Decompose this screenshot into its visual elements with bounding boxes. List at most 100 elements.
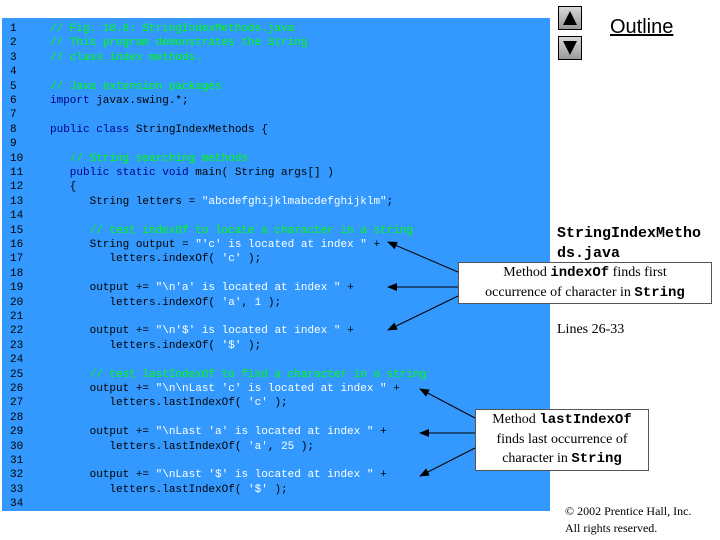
code-token: +: [373, 469, 387, 482]
code-text: letters.indexOf( 'a', 1 );: [50, 296, 281, 310]
code-text: // test indexOf to locate a character in…: [50, 224, 413, 238]
code-text: String output = "'c' is located at index…: [50, 238, 380, 252]
code-token: public class: [50, 123, 130, 136]
code-token: // Fig. 10.6: StringIndexMethods.java: [50, 23, 295, 35]
callout-method: lastIndexOf: [539, 412, 632, 428]
code-text: letters.lastIndexOf( '$' );: [50, 483, 287, 497]
code-text: letters.indexOf( '$' );: [50, 339, 261, 353]
arrow-to-line-22: [387, 295, 459, 331]
arrow-to-line-26: [419, 388, 476, 419]
code-line: 2 // This program demonstrates the String: [2, 36, 550, 50]
code-token: letters.indexOf(: [50, 296, 222, 309]
code-line: 32 output += "\nLast '$' is located at i…: [2, 468, 550, 482]
callout-text: character in: [502, 451, 572, 466]
code-text: output += "\nLast '$' is located at inde…: [50, 468, 387, 482]
line-number: 7: [10, 109, 17, 122]
line-number: 25: [10, 368, 24, 381]
callout-method: indexOf: [550, 265, 610, 281]
arrow-to-line-16: [387, 241, 459, 273]
lines-label: Lines 26-33: [557, 322, 625, 337]
code-text: String letters = "abcdefghijklmabcdefghi…: [50, 195, 394, 209]
code-token: 'c': [221, 253, 242, 266]
code-line: 19 output += "\n'a' is located at index …: [2, 281, 550, 295]
callout-lastindexof: Method lastIndexOf finds last occurrence…: [475, 409, 649, 471]
code-line: 27 letters.lastIndexOf( 'c' );: [2, 396, 550, 410]
code-line: 24: [2, 353, 550, 367]
code-text: output += "\n'$' is located at index " +: [50, 324, 354, 338]
line-number: 3: [10, 51, 17, 64]
code-line: 1 // Fig. 10.6: StringIndexMethods.java: [2, 22, 550, 36]
code-line: 4: [2, 65, 550, 79]
code-token: // test indexOf to locate a character in…: [50, 224, 414, 237]
code-token: "\n'a' is located at index ": [155, 282, 341, 295]
code-line: 13 String letters = "abcdefghijklmabcdef…: [2, 195, 550, 209]
line-number: 10: [10, 152, 24, 165]
line-number: 1: [10, 23, 17, 35]
code-token: "'c' is located at index ": [195, 239, 367, 251]
code-line: 12 {: [2, 180, 550, 194]
callout-class: String: [571, 451, 622, 467]
line-number: 32: [10, 469, 24, 482]
line-number: 17: [10, 253, 24, 266]
code-line: 3 // class index methods.: [2, 51, 550, 65]
code-token: ;: [386, 195, 394, 208]
line-number: 18: [10, 267, 24, 280]
code-text: // This program demonstrates the String: [50, 36, 307, 50]
line-number: 9: [10, 138, 17, 151]
line-number: 21: [10, 311, 24, 323]
code-token: main( String args[] ): [188, 167, 334, 179]
code-token: 'c': [248, 397, 268, 410]
next-slide-button[interactable]: [558, 36, 582, 60]
code-token: "\n\nLast 'c' is located at index ": [155, 383, 387, 395]
code-token: // String searching methods: [50, 152, 249, 165]
previous-slide-button[interactable]: [558, 6, 582, 30]
line-number: 19: [10, 282, 24, 295]
code-token: letters.lastIndexOf(: [50, 440, 249, 453]
code-text: output += "\n'a' is located at index " +: [50, 281, 354, 295]
callout-text: occurrence of character in: [485, 285, 635, 300]
line-number: 4: [10, 66, 17, 79]
outline-title[interactable]: Outline: [610, 16, 674, 38]
code-text: output += "\nLast 'a' is located at inde…: [50, 425, 387, 439]
code-token: );: [261, 296, 282, 309]
code-line: 18: [2, 267, 550, 281]
code-token: import: [50, 95, 90, 107]
line-number: 16: [10, 239, 24, 251]
code-text: // String searching methods: [50, 152, 248, 166]
code-text: public static void main( String args[] ): [50, 166, 334, 180]
code-line: 9: [2, 137, 550, 151]
line-number: 27: [10, 397, 24, 410]
line-number: 34: [10, 498, 24, 511]
code-token: // class index methods.: [50, 51, 202, 64]
code-token: );: [267, 397, 288, 410]
line-number: 11: [10, 167, 24, 179]
line-number: 14: [10, 210, 24, 223]
line-number: 22: [10, 325, 24, 338]
code-text: // test lastIndexOf to find a character …: [50, 368, 427, 382]
callout-class: String: [634, 285, 685, 301]
code-token: // Java extension packages: [50, 80, 222, 93]
code-token: 'a': [221, 296, 242, 309]
line-number: 8: [10, 123, 17, 136]
code-token: 25: [281, 440, 295, 453]
code-line: 34: [2, 497, 550, 511]
code-line: 20 letters.indexOf( 'a', 1 );: [2, 296, 550, 310]
line-number: 20: [10, 296, 24, 309]
code-text: letters.indexOf( 'c' );: [50, 252, 261, 266]
code-line: 25 // test lastIndexOf to find a charact…: [2, 368, 550, 382]
code-token: 1: [254, 296, 262, 309]
line-number: 5: [10, 80, 17, 93]
code-token: +: [340, 282, 354, 295]
callout-indexof: Method indexOf finds first occurrence of…: [458, 262, 712, 304]
code-line: 17 letters.indexOf( 'c' );: [2, 252, 550, 266]
code-text: {: [50, 180, 77, 194]
line-number: 31: [10, 455, 24, 467]
code-token: output +=: [50, 282, 156, 295]
code-line: 22 output += "\n'$' is located at index …: [2, 324, 550, 338]
code-text: public class StringIndexMethods {: [50, 123, 268, 137]
code-text: import javax.swing.*;: [50, 94, 189, 108]
line-number: 2: [10, 37, 17, 50]
line-number: 23: [10, 339, 24, 352]
code-line: 26 output += "\n\nLast 'c' is located at…: [2, 382, 550, 396]
